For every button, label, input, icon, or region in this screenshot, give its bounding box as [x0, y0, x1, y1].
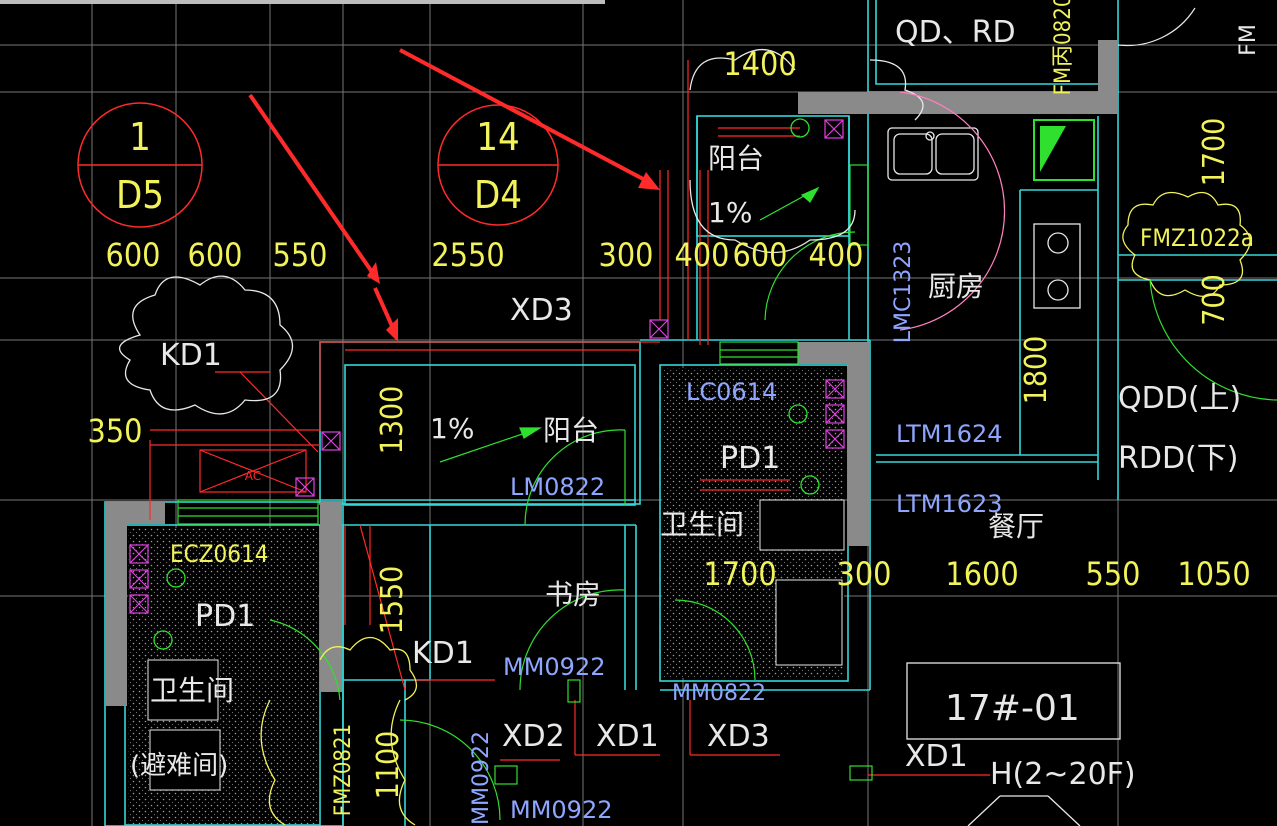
dim-low-2: 1600 [945, 555, 1018, 593]
dimension-row-lower: 1700 300 1600 550 1050 [703, 555, 1250, 593]
label-slope-a: 1% [708, 196, 752, 229]
dim-low-3: 550 [1086, 555, 1141, 593]
label-pd1-a: PD1 [720, 441, 780, 476]
axis-bubble-14-bottom: D4 [474, 173, 522, 217]
label-kd1-a: KD1 [160, 338, 222, 373]
label-ecz0614: ECZ0614 [170, 540, 268, 568]
label-study: 书房 [545, 578, 601, 611]
floor-drains [153, 118, 820, 650]
label-xd1-b: XD1 [905, 739, 968, 774]
label-slope-b: 1% [430, 412, 474, 445]
dim-top-2: 550 [273, 236, 328, 274]
dim-low-1: 300 [837, 555, 892, 593]
label-balcony-b: 阳台 [543, 414, 599, 447]
label-kitchen: 厨房 [928, 270, 984, 303]
viewport-top-edge [0, 0, 605, 4]
label-refuge-room: (避难间) [130, 751, 228, 781]
label-kd1-b: KD1 [412, 636, 474, 671]
label-mm0922-b: MM0922 [510, 796, 613, 824]
dim-1550: 1550 [375, 566, 410, 635]
dim-1700-vertical: 1700 [1197, 118, 1232, 187]
dim-top-6: 600 [733, 236, 788, 274]
dim-top-0: 600 [106, 236, 161, 274]
label-fm-fragment: FM [1236, 24, 1261, 56]
label-ltm1624: LTM1624 [896, 420, 1003, 448]
kitchen-door-swing [899, 91, 1006, 331]
unit-tag-box [906, 662, 1121, 740]
label-mm0922-c: MM0922 [469, 731, 494, 825]
dimension-row-top: 600 600 550 2550 300 400 600 400 [106, 236, 864, 274]
label-unit-tag: 17#-01 [945, 688, 1080, 729]
kitchen-stove [1033, 223, 1081, 309]
label-xd1-a: XD1 [596, 719, 659, 754]
label-ac: AC [245, 469, 261, 483]
label-mm0822: MM0822 [672, 681, 766, 706]
label-qd-rd: QD、RD [895, 15, 1016, 50]
label-xd2: XD2 [502, 719, 565, 754]
dim-top-5: 400 [675, 236, 730, 274]
label-xd3-a: XD3 [510, 293, 573, 328]
kitchen-sink [887, 127, 979, 181]
axis-bubble-1-bottom: D5 [116, 173, 164, 217]
label-mm0922-a: MM0922 [503, 653, 606, 681]
dim-700: 700 [1197, 274, 1232, 326]
dim-top-1: 600 [188, 236, 243, 274]
label-bathroom-a: 卫生间 [660, 508, 744, 541]
dim-low-0: 1700 [703, 555, 776, 593]
label-pd1-b: PD1 [195, 599, 255, 634]
axis-bubble-14-top: 14 [476, 115, 520, 159]
dim-1800: 1800 [1019, 336, 1054, 405]
label-qdd: QDD(上) [1118, 381, 1241, 416]
label-dining: 餐厅 [988, 510, 1044, 543]
label-fmz0821: FMZ0821 [331, 724, 356, 816]
label-ltm1623: LTM1623 [896, 490, 1003, 518]
right-door-swing [1149, 279, 1277, 401]
label-lmc1323: LMC1323 [891, 241, 916, 344]
dim-low-4: 1050 [1177, 555, 1250, 593]
dim-top-7: 400 [809, 236, 864, 274]
axis-bubble-1: 1 D5 [77, 102, 203, 228]
columns [105, 40, 1118, 706]
dim-top-3: 2550 [431, 236, 504, 274]
revision-clouds [119, 48, 1251, 826]
dim-350: 350 [88, 412, 143, 450]
axis-bubble-14: 14 D4 [437, 104, 559, 226]
fridge-green [1033, 119, 1095, 181]
green-details [177, 164, 873, 821]
dim-1300: 1300 [375, 386, 410, 455]
red-lines [149, 60, 990, 776]
dim-1400: 1400 [723, 45, 796, 83]
dim-1100: 1100 [371, 731, 406, 800]
label-fm-top: FM丙0820 [1051, 0, 1076, 95]
label-floor-range: H(2~20F) [990, 757, 1136, 792]
label-lc0614: LC0614 [686, 378, 777, 406]
annotation-arrows [248, 48, 660, 342]
label-lm0822: LM0822 [510, 473, 605, 501]
top-right-swing [1117, 7, 1196, 47]
label-rdd: RDD(下) [1118, 441, 1238, 476]
magenta-markers [129, 119, 845, 614]
label-bathroom-b: 卫生间 [150, 674, 234, 707]
axis-bubble-1-top: 1 [129, 115, 151, 159]
dim-top-4: 300 [599, 236, 654, 274]
label-xd3-b: XD3 [707, 719, 770, 754]
label-balcony-a: 阳台 [708, 142, 764, 175]
label-fmz1022a: FMZ1022a [1140, 224, 1254, 252]
